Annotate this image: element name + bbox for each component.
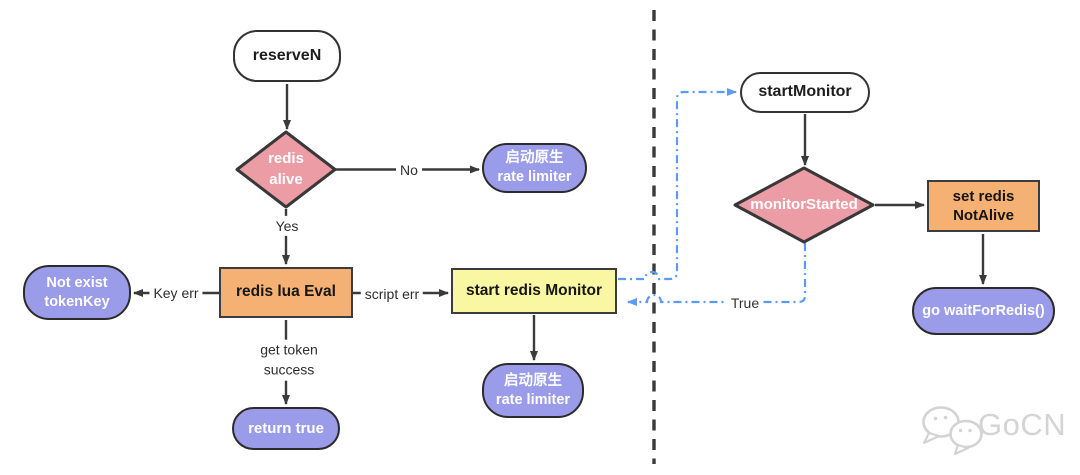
node-native-rate-limiter-top: 启动原生 rate limiter <box>482 143 587 193</box>
edge-label-yes: Yes <box>271 215 303 237</box>
node-native-rate-limiter-bottom: 启动原生 rate limiter <box>482 363 584 418</box>
monitor-started-diamond <box>733 166 875 244</box>
node-startmonitor: startMonitor <box>740 72 870 113</box>
node-not-exist-tokenkey: Not exist tokenKey <box>23 265 131 320</box>
node-redis-lua-eval: redis lua Eval <box>219 267 353 318</box>
edge-label-no: No <box>396 159 422 181</box>
redis-alive-label: redis alive <box>268 150 304 188</box>
blue-link-monitor-to-startmonitor <box>618 88 737 281</box>
gocn-chat-bubbles-icon <box>922 406 983 456</box>
monitor-started-label: monitorStarted <box>750 195 858 213</box>
node-set-redis-notalive: set redis NotAlive <box>927 180 1040 232</box>
node-reserven: reserveN <box>233 30 341 82</box>
gocn-watermark-text: GoCN <box>978 407 1067 442</box>
edge-label-key-err: Key err <box>149 282 203 304</box>
edge-label-true: True <box>726 292 764 314</box>
redis-alive-diamond <box>235 130 337 209</box>
node-return-true: return true <box>232 407 340 450</box>
blue-link-true-to-monitor <box>627 243 807 306</box>
node-start-redis-monitor: start redis Monitor <box>451 268 617 314</box>
edge-label-script-err: script err <box>360 283 424 305</box>
node-go-waitforredis: go waitForRedis() <box>912 287 1055 335</box>
edge-label-get-token-success: get token success <box>256 339 322 381</box>
